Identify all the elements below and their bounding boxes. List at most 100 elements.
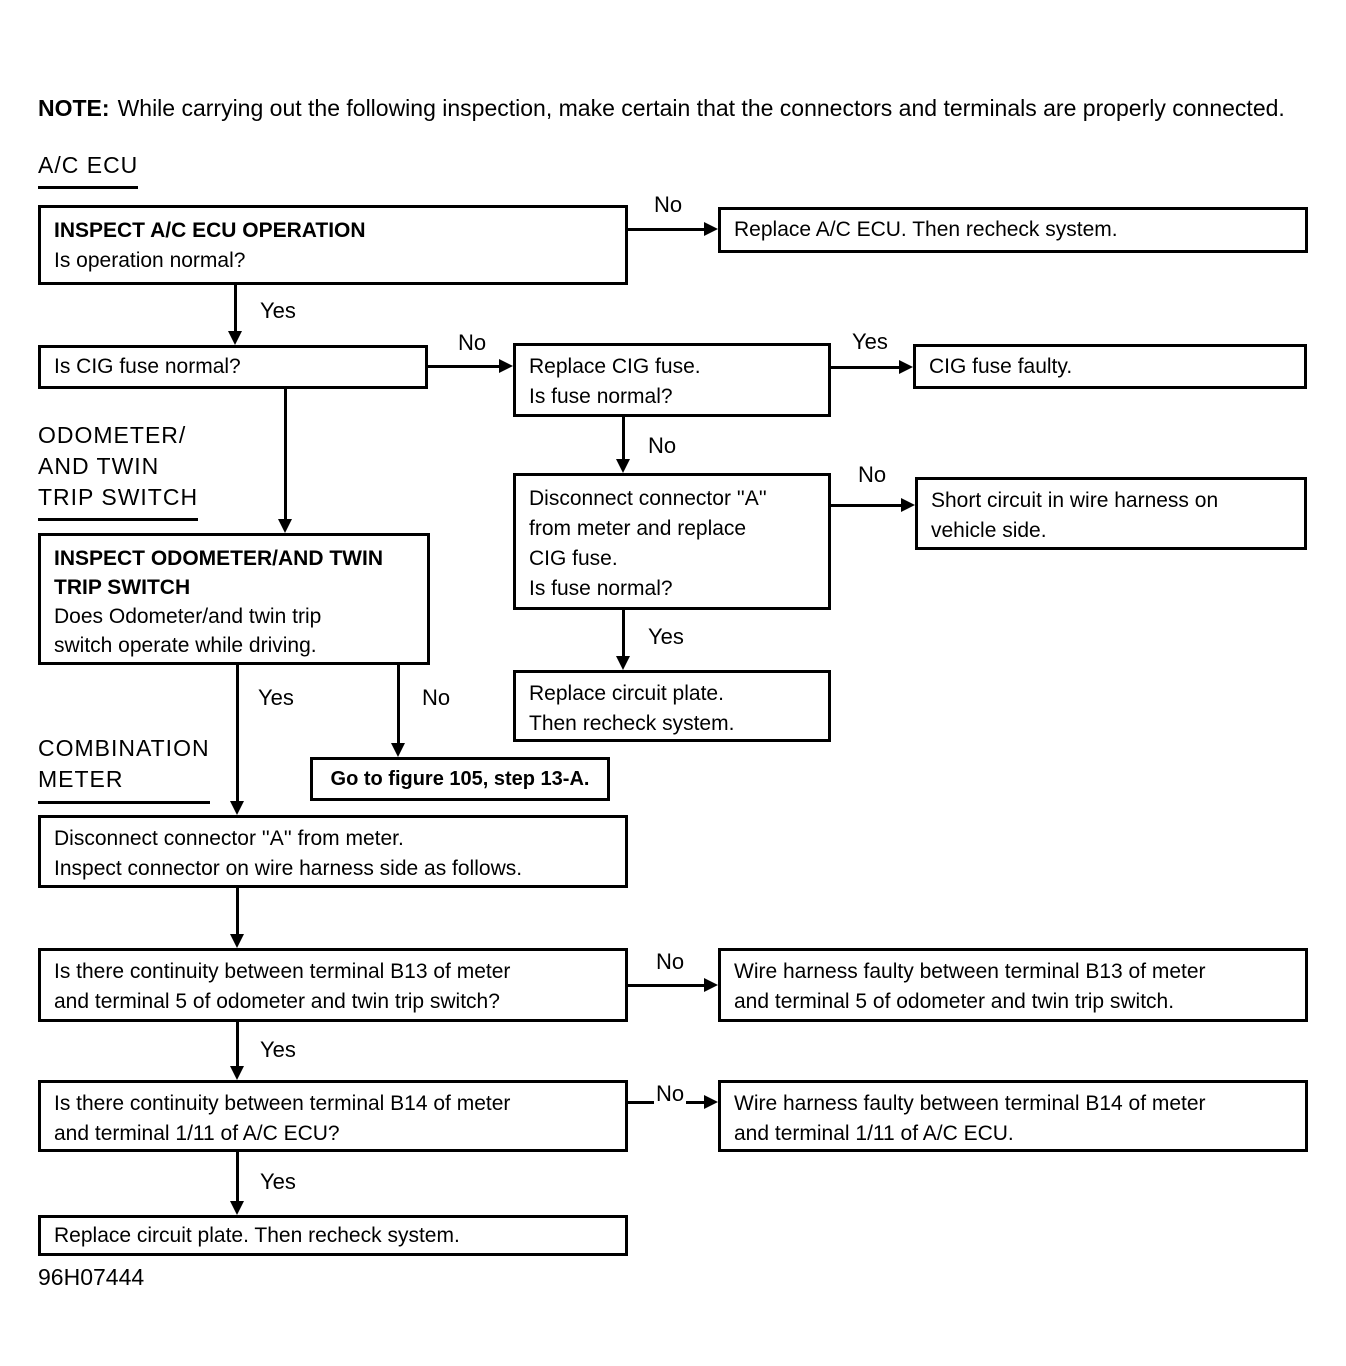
node-line: Wire harness faulty between terminal B13… [734,960,1206,983]
connector-replacefuse-to-disconnect [622,417,625,460]
section-heading-odometer-switch: ODOMETER/ AND TWIN TRIP SWITCH [38,420,199,521]
node-disconnect-replace-fuse: Disconnect connector ''A'' from meter an… [513,473,831,610]
connector-ecu-to-cigfuse [234,285,237,332]
node-title-line: INSPECT ODOMETER/AND TWIN [54,547,383,570]
node-text: Is CIG fuse normal? [54,355,241,378]
section-heading-ac-ecu: A/C ECU [38,150,139,189]
node-line: Replace CIG fuse. [529,355,701,378]
node-line: from meter and replace [529,517,747,540]
node-line: Then recheck system. [529,712,735,735]
note-text: While carrying out the following inspect… [117,95,1285,121]
node-text: Replace A/C ECU. Then recheck system. [734,218,1118,241]
node-continuity-b13: Is there continuity between terminal B13… [38,948,628,1022]
node-line: and terminal 5 of odometer and twin trip… [734,990,1175,1013]
node-inspect-ac-ecu: INSPECT A/C ECU OPERATION Is operation n… [38,205,628,285]
combination-heading-block: COMBINATION METER [38,733,210,804]
arrowhead-right-icon [901,498,915,512]
edge-label-no: No [456,330,489,356]
node-line: Is there continuity between terminal B13… [54,960,511,983]
connector-cigfuse-to-replacefuse [428,365,500,368]
arrowhead-down-icon [278,519,292,533]
odometer-heading-line: ODOMETER/ [38,422,187,448]
arrowhead-down-icon [230,801,244,815]
connector-cigfuse-to-odometer [284,388,287,520]
node-replace-circuit-plate-final: Replace circuit plate. Then recheck syst… [38,1215,628,1256]
edge-label-yes: Yes [258,298,298,324]
node-title-line: TRIP SWITCH [54,576,191,599]
edge-label-yes: Yes [258,1037,298,1063]
node-continuity-b14: Is there continuity between terminal B14… [38,1080,628,1152]
connector-odometer-to-goto [397,665,400,744]
arrowhead-right-icon [704,1095,718,1109]
node-line: Short circuit in wire harness on [931,489,1219,512]
edge-label-yes: Yes [256,685,296,711]
node-cig-fuse-normal: Is CIG fuse normal? [38,345,428,389]
node-line: Disconnect connector ''A'' [529,487,767,510]
edge-label-yes: Yes [258,1169,298,1195]
node-line: vehicle side. [931,519,1047,542]
node-text: Replace circuit plate. Then recheck syst… [54,1223,460,1247]
combination-heading-line: COMBINATION [38,735,210,761]
connector-disconnect-to-replaceplate [622,610,625,657]
edge-label-no: No [654,1081,687,1107]
edge-label-yes: Yes [850,329,890,355]
connector-b13-to-b14 [236,1022,239,1067]
connector-disconnect-to-short [831,504,902,507]
node-replace-circuit-plate-mid: Replace circuit plate. Then recheck syst… [513,670,831,742]
node-text: CIG fuse faulty. [929,354,1073,378]
arrowhead-right-icon [899,360,913,374]
node-inspect-odometer: INSPECT ODOMETER/AND TWIN TRIP SWITCH Do… [38,533,430,665]
arrowhead-down-icon [230,1201,244,1215]
edge-label-yes: Yes [646,624,686,650]
node-text: Go to figure 105, step 13-A. [330,768,590,790]
arrowhead-down-icon [228,331,242,345]
arrowhead-right-icon [704,978,718,992]
connector-disconnect-a-to-b13 [236,888,239,935]
node-line: CIG fuse. [529,547,618,570]
arrowhead-down-icon [391,743,405,757]
connector-replacefuse-to-faulty [831,366,900,369]
odometer-heading-line: AND TWIN [38,453,160,479]
node-line: Is fuse normal? [529,385,673,408]
node-disconnect-connector-a: Disconnect connector ''A'' from meter. I… [38,815,628,888]
edge-label-no: No [420,685,453,711]
node-short-circuit: Short circuit in wire harness on vehicle… [915,477,1307,550]
node-harness-faulty-b13: Wire harness faulty between terminal B13… [718,948,1308,1022]
combination-heading-line: METER [38,766,124,792]
figure-id: 96H07444 [38,1264,145,1290]
arrowhead-down-icon [230,934,244,948]
arrowhead-down-icon [616,459,630,473]
node-line: switch operate while driving. [54,634,317,657]
section-heading-combination-meter: COMBINATION METER [38,733,210,804]
connector-b13-to-harness13 [628,984,705,987]
connector-b14-to-final [236,1152,239,1202]
node-line: and terminal 1/11 of A/C ECU? [54,1122,340,1145]
edge-label-no: No [654,949,687,975]
node-harness-faulty-b14: Wire harness faulty between terminal B14… [718,1080,1308,1152]
node-line: Disconnect connector ''A'' from meter. [54,827,404,850]
note-label: NOTE: [38,95,110,121]
node-line: Is fuse normal? [529,577,673,600]
ac-ecu-heading-text: A/C ECU [38,150,139,189]
node-line: and terminal 5 of odometer and twin trip… [54,990,500,1013]
note-paragraph: NOTE: While carrying out the following in… [38,93,1300,124]
connector-odometer-to-disconnect-a [236,665,239,802]
arrowhead-right-icon [704,222,718,236]
connector-ecu-to-replace-ecu [628,228,705,231]
edge-label-no: No [856,462,889,488]
node-line: Inspect connector on wire harness side a… [54,857,523,880]
edge-label-no: No [652,192,685,218]
node-replace-ac-ecu: Replace A/C ECU. Then recheck system. [718,207,1308,253]
node-line: Replace circuit plate. [529,682,724,705]
edge-label-no: No [646,433,679,459]
node-goto-figure: Go to figure 105, step 13-A. [310,757,610,801]
node-title: INSPECT A/C ECU OPERATION [54,219,366,242]
node-replace-cig-fuse: Replace CIG fuse. Is fuse normal? [513,343,831,417]
node-question: Is operation normal? [54,249,246,272]
arrowhead-down-icon [616,656,630,670]
odometer-heading-line: TRIP SWITCH [38,482,199,521]
arrowhead-right-icon [499,359,513,373]
node-line: Is there continuity between terminal B14… [54,1092,511,1115]
node-line: and terminal 1/11 of A/C ECU. [734,1122,1014,1145]
